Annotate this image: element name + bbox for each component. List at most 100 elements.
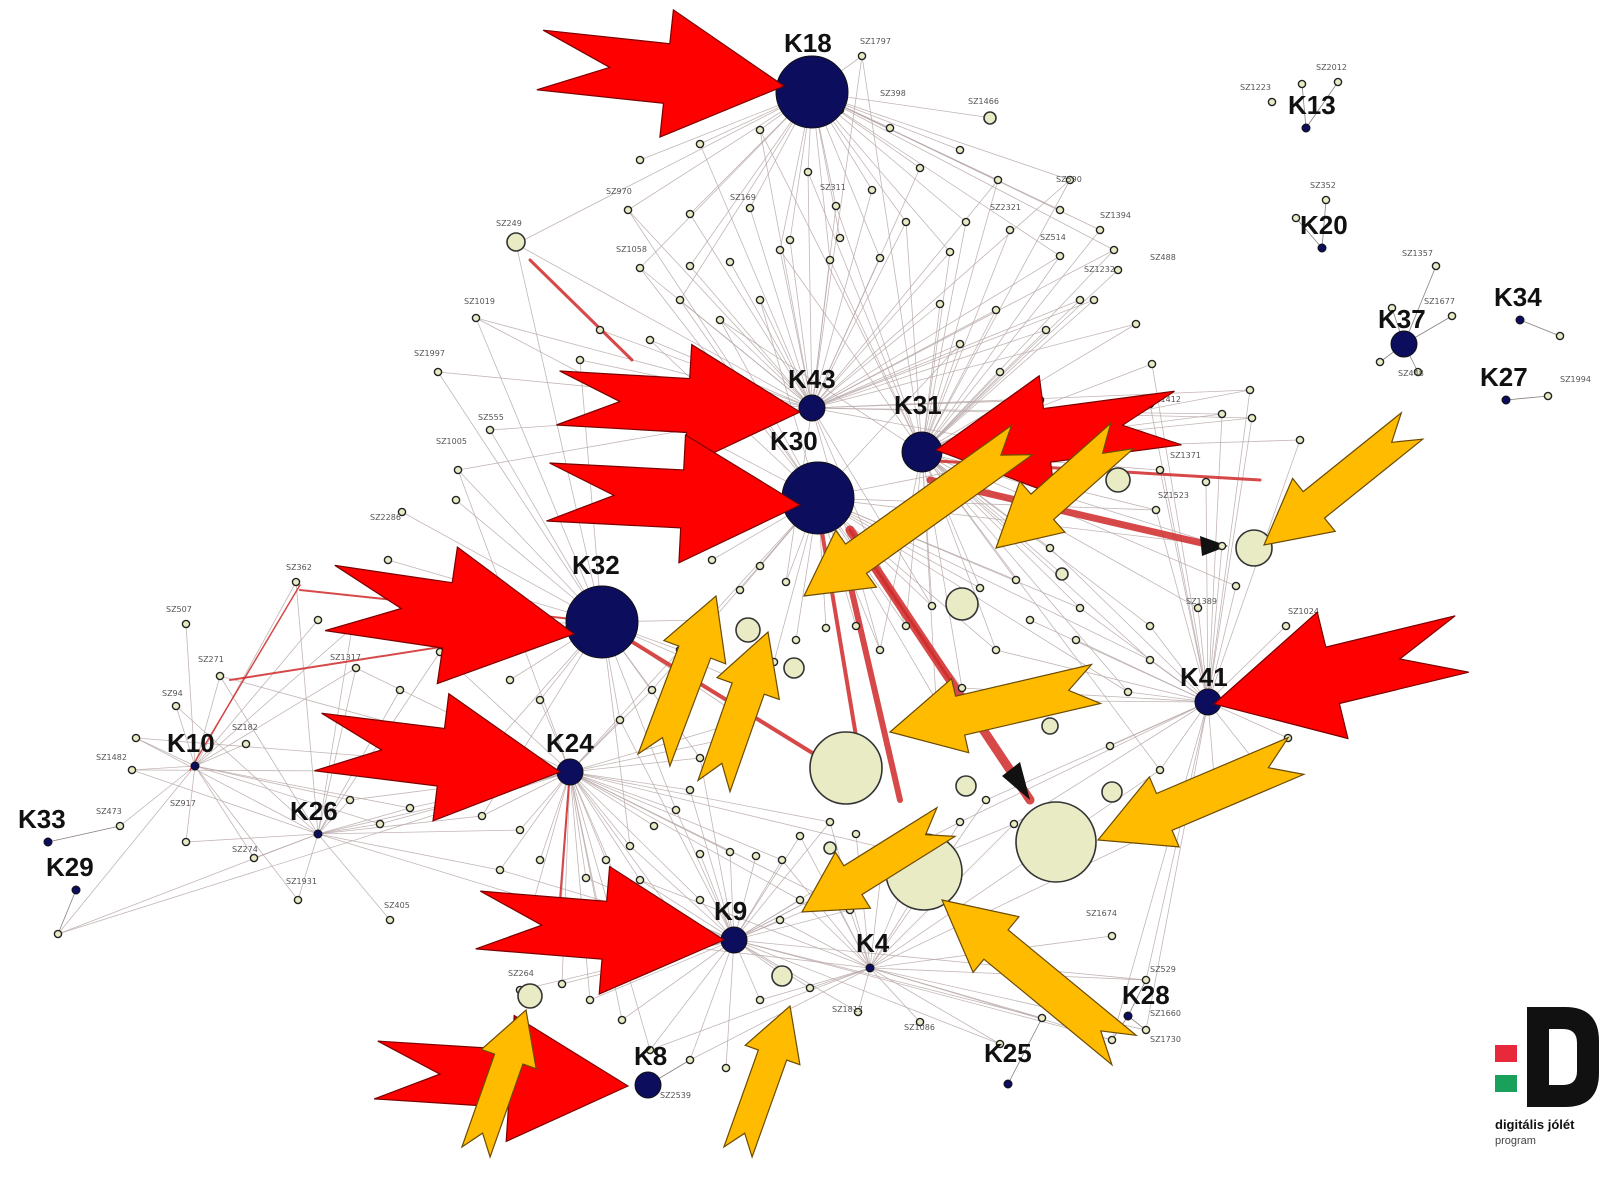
small-node	[775, 915, 785, 925]
network-edge	[869, 769, 1161, 969]
red-annotation-arrow	[325, 546, 576, 685]
network-edge	[135, 737, 196, 767]
network-edge	[621, 939, 735, 1021]
node-label: SZ1994	[1560, 375, 1591, 384]
hub-label-k13: K13	[1288, 90, 1336, 120]
network-edge	[131, 765, 196, 772]
small-node	[1005, 225, 1015, 235]
network-edge	[1207, 625, 1287, 703]
small-node	[785, 235, 795, 245]
network-edge	[184, 765, 196, 843]
small-node	[645, 1045, 655, 1055]
network-edge	[849, 909, 871, 969]
small-node	[1375, 357, 1385, 367]
small-node	[345, 795, 355, 805]
network-edge	[317, 833, 391, 921]
hub-label-k30: K30	[770, 426, 818, 456]
network-edge	[569, 771, 691, 792]
hub-label-k18: K18	[784, 28, 832, 58]
small-node	[1231, 581, 1241, 591]
network-edge	[589, 939, 735, 1001]
small-node	[751, 851, 761, 861]
network-edge	[921, 303, 942, 453]
network-edge	[679, 91, 813, 301]
hub-label-k33: K33	[18, 804, 66, 834]
small-node	[755, 295, 765, 305]
small-node	[825, 817, 835, 827]
logo-d-mark	[1527, 1007, 1599, 1107]
yellow-annotation-arrow	[636, 594, 727, 768]
node-label: SZ529	[1150, 965, 1176, 974]
network-edge	[119, 765, 196, 827]
network-edge	[194, 627, 353, 767]
small-node	[755, 125, 765, 135]
hub-label-k34: K34	[1494, 282, 1542, 312]
hub-label-k26: K26	[290, 796, 338, 826]
small-node	[1113, 265, 1123, 275]
small-node	[505, 675, 515, 685]
network-edge	[1049, 547, 1209, 703]
small-node	[821, 623, 831, 633]
small-node	[1009, 819, 1019, 829]
node-label: SZ488	[1150, 253, 1176, 262]
network-edge	[475, 317, 603, 623]
small-node	[1025, 615, 1035, 625]
network-edge	[1007, 1017, 1043, 1085]
network-edge	[1207, 585, 1238, 703]
node-label: SZ1997	[414, 349, 445, 358]
yellow-annotation-arrow	[995, 421, 1136, 549]
node-label: SZ1660	[1150, 1009, 1181, 1018]
small-node	[451, 495, 461, 505]
node-label: SZ398	[880, 89, 906, 98]
network-edge	[1148, 403, 1209, 703]
small-node	[675, 295, 685, 305]
network-edge	[194, 765, 255, 859]
node-label: SZ405	[384, 901, 410, 910]
node-label: SZ1412	[1150, 395, 1181, 404]
network-edge	[921, 309, 997, 453]
node-label: SZ1466	[968, 97, 999, 106]
network-edge	[811, 91, 1115, 251]
network-edge	[515, 243, 813, 409]
network-edge	[733, 821, 831, 941]
small-node	[1107, 1035, 1117, 1045]
small-node	[581, 873, 591, 883]
network-edge	[1111, 701, 1209, 1041]
network-edge	[194, 765, 351, 802]
network-edge	[921, 255, 1061, 453]
network-edge	[317, 799, 351, 835]
node-label: SZ1394	[1100, 211, 1131, 220]
network-edge	[639, 91, 813, 269]
node-label: SZ274	[232, 845, 258, 854]
node-label: SZ1086	[904, 1023, 935, 1032]
network-edge	[1519, 319, 1561, 337]
hub-node-k4	[865, 963, 875, 973]
logo-title: digitális jólét	[1495, 1117, 1575, 1132]
network-edge	[733, 939, 1043, 1020]
small-node	[857, 51, 867, 61]
network-edge	[921, 251, 952, 453]
network-edge	[811, 91, 1071, 181]
network-edge	[689, 265, 813, 409]
small-node	[835, 233, 845, 243]
node-label: SZ249	[496, 219, 522, 228]
node-label: SZ1223	[1240, 83, 1271, 92]
node-label: SZ1730	[1150, 1035, 1181, 1044]
network-edge	[194, 619, 319, 767]
small-node	[795, 895, 805, 905]
logo-red-square	[1495, 1045, 1517, 1062]
network-edge	[1505, 394, 1549, 401]
small-node	[781, 577, 791, 587]
small-node	[1045, 543, 1055, 553]
small-node	[1321, 195, 1331, 205]
small-node	[1145, 621, 1155, 631]
node-label: SZ2012	[1316, 63, 1347, 72]
small-node	[383, 555, 393, 565]
small-node	[725, 257, 735, 267]
network-edge	[569, 771, 641, 881]
network-edge	[811, 251, 951, 409]
small-node	[1075, 603, 1085, 613]
network-edge	[1149, 625, 1209, 703]
small-node-layer	[53, 51, 1565, 1073]
small-node	[291, 577, 301, 587]
